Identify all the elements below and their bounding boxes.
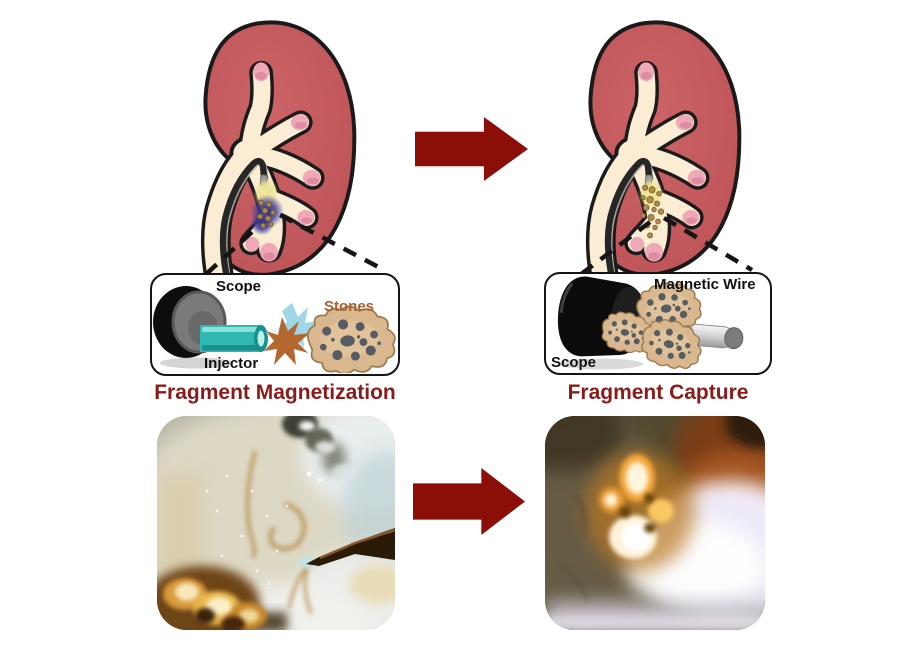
- injector-graphic: [200, 325, 284, 352]
- scope-shadow: [559, 358, 643, 370]
- magnetized-stone-cloud: [250, 194, 284, 236]
- scope-label: Scope: [216, 278, 262, 295]
- injector-label: Injector: [204, 355, 259, 372]
- stone-fragments-glow: [157, 566, 287, 630]
- stones-label: Stones: [324, 298, 375, 315]
- scope-shadow: [160, 357, 232, 369]
- capture-endoscopy-photo: [545, 416, 765, 630]
- left-kidney-illustration: [200, 20, 357, 312]
- injector-needle: [298, 528, 395, 604]
- magnetization-graphic: [153, 286, 397, 373]
- capture-graphic: [557, 276, 744, 372]
- magnetic-fluid-tendrils: [245, 450, 313, 615]
- capture-caption: Fragment Capture: [567, 381, 749, 404]
- arrow-right-icon-bottom: [413, 468, 525, 535]
- tissue-folds: [559, 495, 588, 602]
- glowing-captured-stones: [585, 451, 695, 571]
- capture-inset-box: Magnetic Wire Scope: [544, 272, 772, 375]
- magnetic-wire-label: Magnetic Wire: [654, 276, 756, 293]
- bubble-specks: [205, 474, 289, 586]
- scope-label: Scope: [551, 354, 597, 371]
- right-kidney-illustration: [585, 20, 742, 312]
- magnetization-caption: Fragment Magnetization: [154, 381, 396, 404]
- magnetization-endoscopy-photo: [157, 416, 395, 630]
- arrow-right-icon-top: [415, 117, 528, 181]
- magnetization-inset-box: Scope Stones Injector: [150, 273, 400, 376]
- out-of-focus-instrument: [282, 416, 355, 482]
